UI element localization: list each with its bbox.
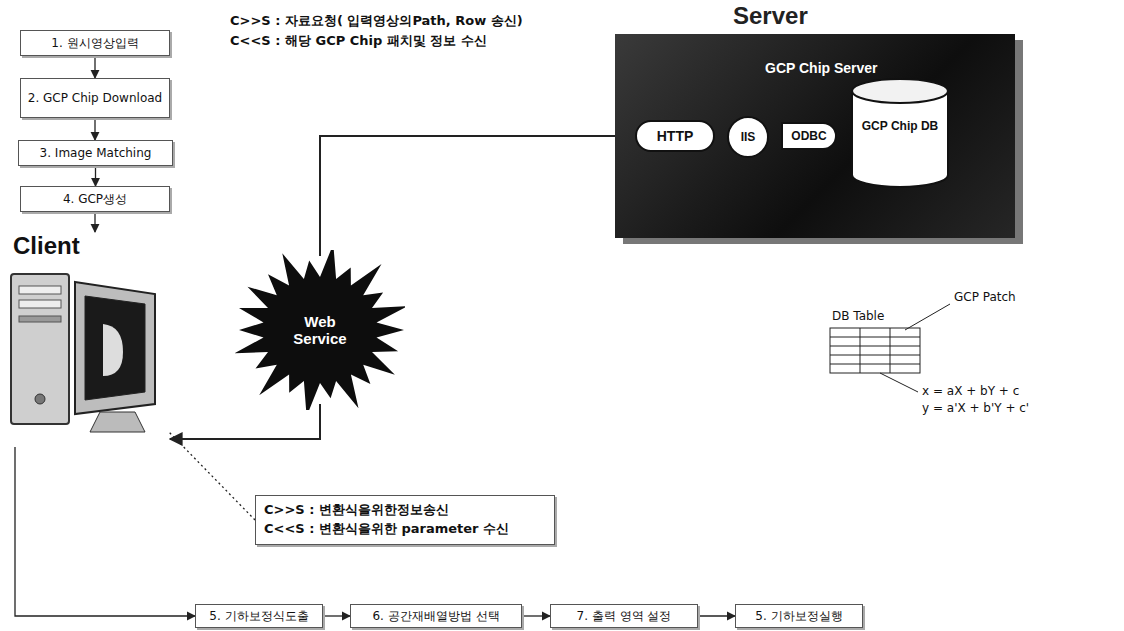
box-node: 2. GCP Chip Download [20, 78, 170, 118]
connector [323, 615, 350, 616]
connector [15, 447, 195, 616]
process-label: 5. 기하보정식도출 [209, 609, 308, 624]
odbc-node: ODBC [781, 122, 837, 150]
screen-glare [103, 324, 123, 376]
server-heading: Server [733, 2, 808, 30]
box-node: 1. 원시영상입력 [20, 30, 170, 56]
process-label: 7. 출력 영역 설정 [577, 609, 672, 624]
connector-label: ODBC [791, 129, 826, 143]
plain-label: C<<S : 해당 GCP Chip 패치및 정보 수신 [228, 32, 489, 50]
circle-label: IIS [741, 130, 756, 144]
monitor-body [75, 282, 155, 414]
connector [95, 166, 96, 186]
box-node: 7. 출력 영역 설정 [550, 604, 698, 628]
connector [170, 404, 320, 439]
table-rule [830, 337, 920, 338]
drive-bay [19, 286, 61, 294]
drive-bay [19, 300, 61, 308]
monitor-stand [90, 412, 145, 432]
circle-node: IIS [727, 116, 769, 158]
pipe-node: HTTP [635, 120, 715, 152]
db-table-drawing [830, 328, 920, 373]
power-button [35, 394, 45, 404]
cylinder-top [852, 79, 948, 103]
table-rule [830, 346, 920, 347]
connector [698, 615, 735, 616]
table-rule [830, 355, 920, 356]
leader-line [905, 304, 950, 330]
database-cylinder [850, 77, 950, 189]
plain-label: GCP Patch [952, 290, 1018, 304]
note-line: C>>S : 변환식을위한정보송신 [264, 501, 449, 520]
computer-icon [5, 264, 170, 444]
client-node: Client [5, 232, 170, 447]
process-label: 4. GCP생성 [63, 192, 127, 207]
drive-bay [19, 316, 61, 322]
plain-label: y = a'X + b'Y + c' [920, 401, 1031, 415]
box-node: 4. GCP생성 [20, 186, 170, 212]
connector [522, 615, 550, 616]
server-label: GCP Chip Server [765, 60, 878, 76]
connector [94, 118, 95, 140]
box-node: 3. Image Matching [18, 140, 173, 166]
tower-case [11, 274, 69, 424]
process-label: 6. 공간재배열방법 선택 [372, 609, 499, 624]
process-label: 2. GCP Chip Download [28, 91, 162, 106]
connector [94, 212, 95, 232]
cylinder-body [852, 91, 948, 187]
box-node: 5. 기하보정식도출 [195, 604, 323, 628]
plain-label: DB Table [830, 309, 886, 323]
burst-outline [235, 250, 405, 410]
note-node: C>>S : 변환식을위한정보송신C<<S : 변환식을위한 parameter… [255, 495, 555, 545]
leader-line [880, 373, 918, 392]
plain-label: C>>S : 자료요청( 입력영상의Path, Row 송신) [228, 12, 525, 30]
burst-node: Web Service [235, 250, 405, 410]
connector [94, 56, 95, 78]
table-rule [890, 328, 891, 373]
box-node: 6. 공간재배열방법 선택 [350, 604, 522, 628]
process-label: 1. 원시영상입력 [51, 36, 138, 51]
client-heading: Client [5, 232, 170, 260]
box-node: 5. 기하보정실행 [735, 604, 863, 628]
connector [168, 431, 255, 520]
pipe-label: HTTP [657, 128, 694, 144]
process-label: 3. Image Matching [40, 146, 152, 161]
note-line: C<<S : 변환식을위한 parameter 수신 [264, 520, 509, 539]
db-table-outline [830, 328, 920, 373]
server-node: ServerGCP Chip ServerHTTP IIS ODBC GCP Chip… [615, 2, 1027, 240]
table-rule [830, 364, 920, 365]
connector [320, 136, 635, 256]
plain-label: x = aX + bY + c [920, 384, 1021, 398]
process-label: 5. 기하보정실행 [755, 609, 842, 624]
service-label: Web Service [280, 313, 360, 347]
monitor-screen [85, 296, 145, 400]
table-rule [860, 328, 861, 373]
database-label: GCP Chip DB [850, 77, 950, 133]
db-node: GCP Chip DB [850, 77, 950, 189]
